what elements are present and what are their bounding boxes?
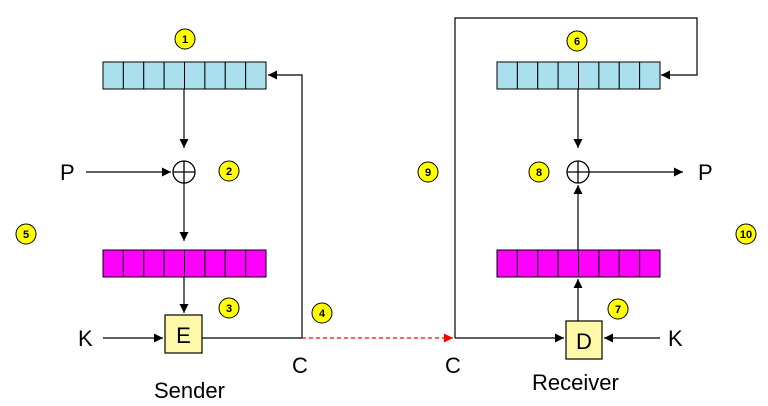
sender-output-register — [102, 249, 267, 278]
marker-number: 1 — [182, 34, 188, 46]
register-cell — [618, 61, 641, 90]
register-cell — [496, 61, 518, 90]
marker-number: 5 — [23, 229, 29, 241]
register-cell — [618, 249, 641, 278]
register-cell — [639, 61, 661, 90]
marker-circle — [735, 223, 757, 245]
marker-7: 7 — [607, 298, 629, 320]
sender-key-label: K — [78, 326, 93, 351]
marker-2: 2 — [218, 160, 240, 182]
marker-5: 5 — [15, 223, 37, 245]
marker-1: 1 — [174, 28, 196, 50]
encrypt-label: E — [176, 323, 191, 348]
register-cell — [163, 61, 186, 90]
register-cell — [224, 249, 247, 278]
register-cell — [224, 61, 247, 90]
marker-number: 3 — [226, 303, 232, 315]
receiver-plaintext-label: P — [698, 160, 713, 185]
marker-circle — [311, 302, 333, 324]
register-cell — [245, 61, 267, 90]
sender-cipher-label: C — [292, 353, 308, 378]
register-cell — [557, 61, 580, 90]
marker-number: 7 — [615, 304, 621, 316]
marker-circle — [174, 28, 196, 50]
marker-number: 10 — [740, 229, 752, 241]
marker-circle — [15, 223, 37, 245]
decrypt-label: D — [576, 329, 592, 354]
marker-4: 4 — [311, 302, 333, 324]
register-cell — [516, 249, 539, 278]
receiver-cipher-feedback-line — [454, 17, 698, 338]
receiver-xor-symbol — [566, 160, 590, 184]
marker-number: 9 — [425, 167, 431, 179]
marker-circle — [417, 161, 439, 183]
encrypt-box — [164, 314, 203, 354]
marker-10: 10 — [735, 223, 757, 245]
register-cell — [184, 61, 206, 90]
marker-circle — [528, 161, 550, 183]
register-cell — [204, 61, 226, 90]
receiver-output-register — [496, 249, 661, 278]
marker-circle — [566, 30, 588, 52]
register-cell — [557, 249, 580, 278]
register-cell — [639, 249, 661, 278]
register-cell — [496, 249, 518, 278]
register-cell — [143, 249, 165, 278]
marker-6: 6 — [566, 30, 588, 52]
marker-number: 2 — [226, 166, 232, 178]
marker-circle — [218, 297, 240, 319]
sender-plaintext-label: P — [60, 160, 75, 185]
marker-3: 3 — [218, 297, 240, 319]
receiver-label: Receiver — [532, 370, 619, 395]
register-cell — [578, 249, 600, 278]
register-cell — [102, 61, 124, 90]
marker-number: 4 — [319, 308, 326, 320]
register-cell — [245, 249, 267, 278]
marker-circle — [607, 298, 629, 320]
receiver-key-label: K — [668, 326, 683, 351]
register-cell — [102, 249, 124, 278]
decrypt-box — [565, 320, 603, 360]
sender-cipher-feedback-line — [202, 70, 303, 339]
receiver-cipher-label: C — [445, 353, 461, 378]
register-cell — [537, 249, 559, 278]
sender-shift-register — [102, 61, 267, 90]
sender-xor-symbol — [172, 160, 196, 184]
marker-9: 9 — [417, 161, 439, 183]
register-cell — [578, 61, 600, 90]
sender-label: Sender — [154, 378, 225, 403]
register-cell — [122, 249, 145, 278]
register-cell — [516, 61, 539, 90]
marker-circle — [218, 160, 240, 182]
marker-number: 8 — [536, 167, 542, 179]
register-cell — [122, 61, 145, 90]
register-cell — [537, 61, 559, 90]
register-cell — [204, 249, 226, 278]
register-cell — [598, 249, 620, 278]
register-cell — [184, 249, 206, 278]
marker-number: 6 — [574, 36, 580, 48]
receiver-shift-register — [496, 61, 661, 90]
register-cell — [143, 61, 165, 90]
marker-8: 8 — [528, 161, 550, 183]
register-cell — [598, 61, 620, 90]
register-cell — [163, 249, 186, 278]
